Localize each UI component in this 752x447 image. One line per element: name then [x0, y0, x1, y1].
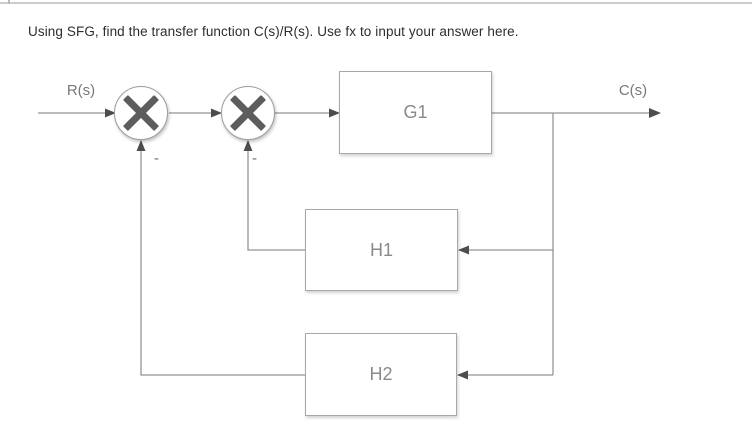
output-signal-label: C(s): [618, 82, 648, 99]
block-g1-label: G1: [403, 102, 428, 122]
input-signal-label: R(s): [66, 82, 96, 99]
h2-feedback-arrowhead-icon: [136, 140, 146, 151]
question-text: Using SFG, find the transfer function C(…: [28, 24, 519, 39]
summing-junction-2: [221, 86, 275, 140]
block-h1: H1: [305, 209, 458, 291]
h2-input-arrowhead-icon: [457, 370, 468, 380]
sum1-negative-sign: -: [154, 150, 159, 167]
h1-feedback-arrowhead-icon: [243, 140, 253, 151]
h2-feedback-line: [140, 141, 305, 376]
output-arrowhead-icon: [649, 108, 661, 118]
sum1-to-sum2-arrowhead-icon: [211, 108, 222, 118]
input-arrowhead-icon: [105, 108, 116, 118]
h1-feedback-line: [247, 141, 305, 251]
block-h2: H2: [305, 333, 457, 416]
sum2-negative-sign: -: [252, 150, 257, 167]
sum2-to-g1-arrowhead-icon: [329, 108, 340, 118]
block-g1: G1: [339, 71, 492, 154]
block-h2-label: H2: [369, 364, 393, 384]
h1-input-arrowhead-icon: [458, 245, 469, 255]
container-border-tick: [8, 0, 10, 4]
block-h1-label: H1: [369, 239, 393, 260]
container-top-border: [0, 2, 752, 4]
summing-junction-1: [114, 86, 168, 140]
